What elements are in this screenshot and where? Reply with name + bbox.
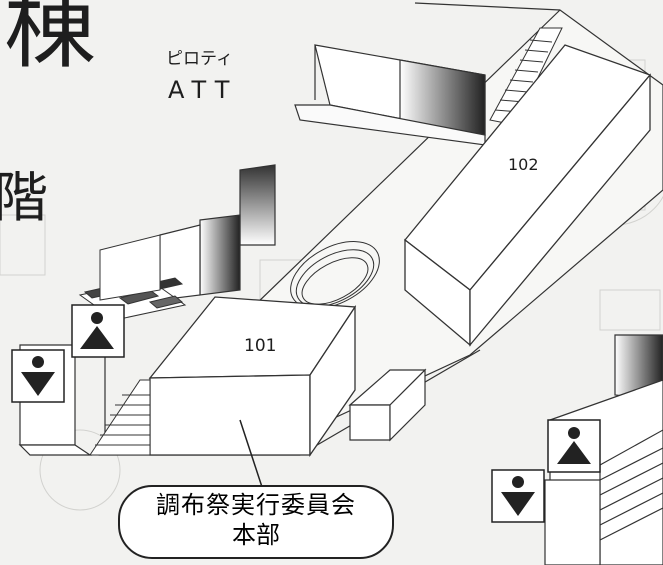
stairs-up-icon	[71, 304, 125, 358]
stairs-down-icon	[491, 469, 545, 523]
room-102-label: 102	[508, 155, 539, 174]
hq-callout-line1: 調布祭実行委員会	[156, 491, 356, 519]
back-wall	[294, 44, 486, 146]
hq-callout: 調布祭実行委員会 本部	[118, 485, 394, 559]
building-label: 棟	[4, 0, 97, 81]
oval-stage	[290, 241, 380, 309]
stairs-up-icon	[547, 419, 601, 473]
room-102-block	[404, 44, 652, 347]
left-bottom-stairs	[89, 379, 151, 456]
hq-callout-line2: 本部	[232, 521, 280, 549]
floor-label: 階	[0, 166, 48, 229]
piloti-label: ピロティ	[166, 49, 233, 69]
stairs-down-icon	[11, 349, 65, 403]
room-101-block	[148, 296, 357, 458]
callout-leader-line	[239, 419, 263, 488]
small-box	[348, 368, 427, 442]
att-label: ATT	[168, 76, 239, 104]
room-101-label: 101	[244, 336, 277, 356]
